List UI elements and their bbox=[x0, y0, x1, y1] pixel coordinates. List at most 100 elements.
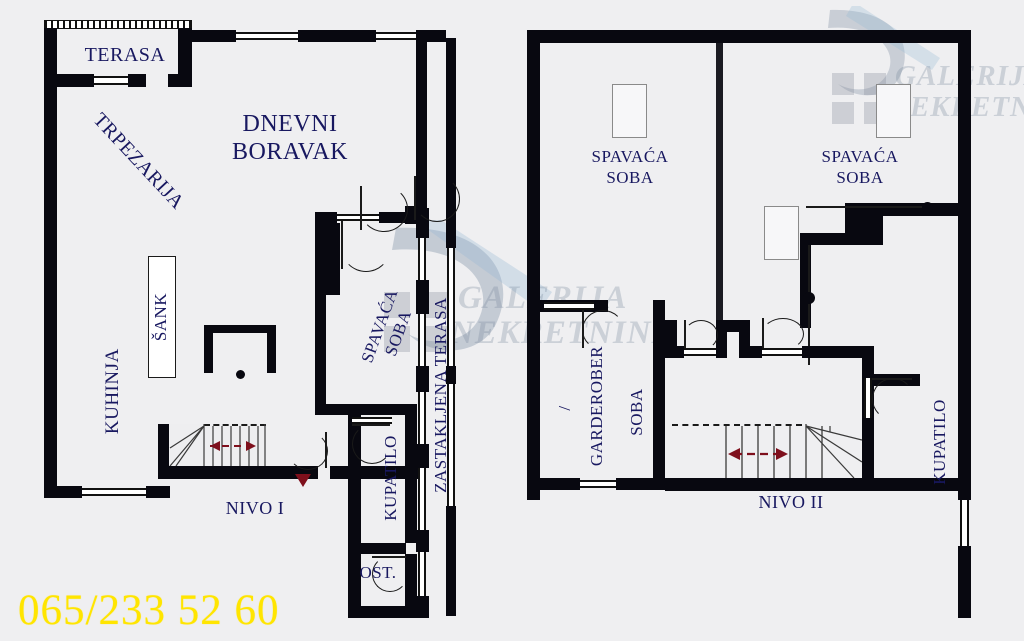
wall-right-inner-a bbox=[845, 203, 883, 233]
door-leaf-garderober bbox=[582, 310, 584, 348]
window-partition-4 bbox=[418, 468, 426, 530]
wall-hall-top-c bbox=[802, 346, 862, 358]
stair-break-line bbox=[204, 424, 266, 426]
room-label-kupatilo-1: KUPATILO bbox=[380, 435, 400, 521]
wall-terrace-right bbox=[178, 28, 192, 86]
wall-terrace-partition-b bbox=[416, 280, 429, 314]
room-label-zastakljena-terasa: ZASTAKLJENA TERASA bbox=[430, 297, 450, 493]
door-leaf-bathroom2 bbox=[872, 378, 912, 380]
window-glazed-terrace-right bbox=[447, 248, 455, 366]
door-hall-a bbox=[684, 320, 718, 350]
wall-bedroom1-bottom bbox=[315, 404, 417, 415]
door-leaf-bathroom1 bbox=[352, 424, 390, 426]
wall-hall-bottom-a bbox=[158, 466, 318, 479]
window-bath2-door bbox=[864, 378, 872, 418]
window-living-2 bbox=[376, 32, 416, 40]
door-entrance-level1 bbox=[288, 432, 328, 470]
wall-glazed-terrace-left bbox=[416, 42, 427, 224]
door-bedroom1 bbox=[341, 222, 391, 272]
wall-terrace-bottom-left bbox=[44, 74, 94, 87]
wall-glazed-terrace-right-top bbox=[446, 38, 456, 248]
entry-marker-level1 bbox=[295, 474, 311, 487]
stair-break-line bbox=[672, 424, 802, 426]
window-living-1 bbox=[236, 32, 298, 40]
terrace-railing bbox=[44, 20, 192, 29]
hall-fixture-dot bbox=[803, 292, 815, 304]
window-terrace-left bbox=[94, 76, 128, 85]
window-fixture-hall bbox=[764, 206, 799, 260]
wall-glazed-terrace-right-mid bbox=[446, 366, 456, 384]
wall-right-exterior-top bbox=[527, 30, 971, 43]
wall-garderober-bottom bbox=[540, 478, 580, 490]
wall-right-inner-c bbox=[800, 233, 883, 245]
door-leaf-hall-b bbox=[762, 318, 764, 348]
wall-exterior-top-c bbox=[416, 30, 446, 42]
door-leaf-bedroom1 bbox=[341, 221, 343, 269]
wall-storage-left bbox=[348, 554, 361, 618]
window-bedroom1-top bbox=[337, 214, 379, 221]
phone-number: 065/233 52 60 bbox=[18, 587, 280, 634]
staircase-level1 bbox=[158, 424, 266, 466]
wall-terrace-partition-d bbox=[416, 444, 429, 468]
window-garderober-door bbox=[544, 302, 594, 310]
staircase-level2 bbox=[672, 424, 862, 478]
door-bathroom2 bbox=[872, 378, 914, 420]
wall-bedroom1-left bbox=[315, 295, 326, 415]
level-label-nivo-2: NIVO II bbox=[758, 492, 824, 512]
wall-glazed-terrace-right-bottom bbox=[446, 506, 456, 616]
room-label-separator: / bbox=[554, 405, 574, 411]
wall-garderober-right bbox=[653, 300, 665, 490]
wall-hall-top-b bbox=[750, 346, 762, 358]
wall-bedroom1-top bbox=[315, 212, 337, 223]
window-kitchen-bottom bbox=[82, 488, 146, 496]
label-line-1: DNEVNI BORAVAK bbox=[232, 111, 348, 166]
room-label-kupatilo-2: KUPATILO bbox=[929, 399, 949, 485]
room-label-spavaca-soba-2: SPAVAĆA SOBA bbox=[570, 146, 690, 189]
door-leaf-hall-a bbox=[684, 320, 686, 348]
wall-storage-top bbox=[348, 543, 406, 554]
wall-garderober-bottom-b bbox=[616, 478, 666, 490]
room-label-dnevni-boravak: DNEVNI BORAVAK bbox=[195, 110, 385, 167]
door-leaf-storage bbox=[372, 556, 406, 558]
wall-right-exterior-right-b bbox=[958, 546, 971, 618]
stair-direction-arrow bbox=[728, 448, 788, 460]
room-label-terasa: TERASA bbox=[84, 44, 166, 66]
wall-storage-right bbox=[405, 554, 417, 618]
room-label-kuhinja: KUHINJA bbox=[101, 348, 123, 435]
window-partition-5 bbox=[418, 552, 426, 596]
window-garderober-bottom bbox=[580, 480, 616, 488]
wall-right-exterior-right bbox=[958, 30, 971, 500]
wall-hall-pier-left bbox=[716, 320, 727, 358]
wall-terrace-bottom-right bbox=[168, 74, 192, 87]
wall-hall-bottom-b bbox=[330, 466, 418, 479]
watermark-line-2: NEKRETNINE bbox=[450, 315, 675, 351]
window-fixture-bedroom3 bbox=[876, 84, 911, 138]
wall-exterior-bottom-left-b bbox=[146, 486, 170, 498]
bar-counter bbox=[148, 256, 176, 378]
level-label-nivo-1: NIVO I bbox=[225, 498, 285, 518]
room-label-sank: ŠANK bbox=[150, 292, 170, 342]
wall-exterior-bottom-left bbox=[44, 486, 82, 498]
stair-direction-arrow bbox=[210, 441, 256, 451]
door-leaf-living-upper bbox=[414, 176, 416, 220]
wall-bedroom-divider bbox=[716, 43, 723, 327]
table-fixture bbox=[204, 325, 276, 373]
wall-bedroom1-closet bbox=[315, 223, 340, 295]
wall-terrace-partition-c bbox=[416, 366, 429, 392]
window-partition-3 bbox=[418, 392, 426, 444]
stair-treads-icon bbox=[725, 424, 862, 478]
wall-hall-left-stub bbox=[158, 424, 169, 466]
room-label-soba: SOBA bbox=[626, 388, 646, 436]
door-storage bbox=[372, 556, 408, 592]
wall-terrace-bottom-pier bbox=[128, 74, 146, 87]
wall-exterior-top-a bbox=[192, 30, 236, 42]
swoosh-icon bbox=[828, 6, 940, 96]
wall-exterior-top-b bbox=[298, 30, 376, 42]
window-glazed-terrace-right-2 bbox=[447, 384, 455, 506]
wall-hall-pier-right bbox=[739, 320, 750, 358]
window-bath1-door bbox=[352, 417, 392, 424]
fixture-stem-right bbox=[806, 206, 931, 208]
window-partition-1 bbox=[418, 238, 426, 280]
door-leaf-hallway-upper bbox=[360, 186, 362, 230]
